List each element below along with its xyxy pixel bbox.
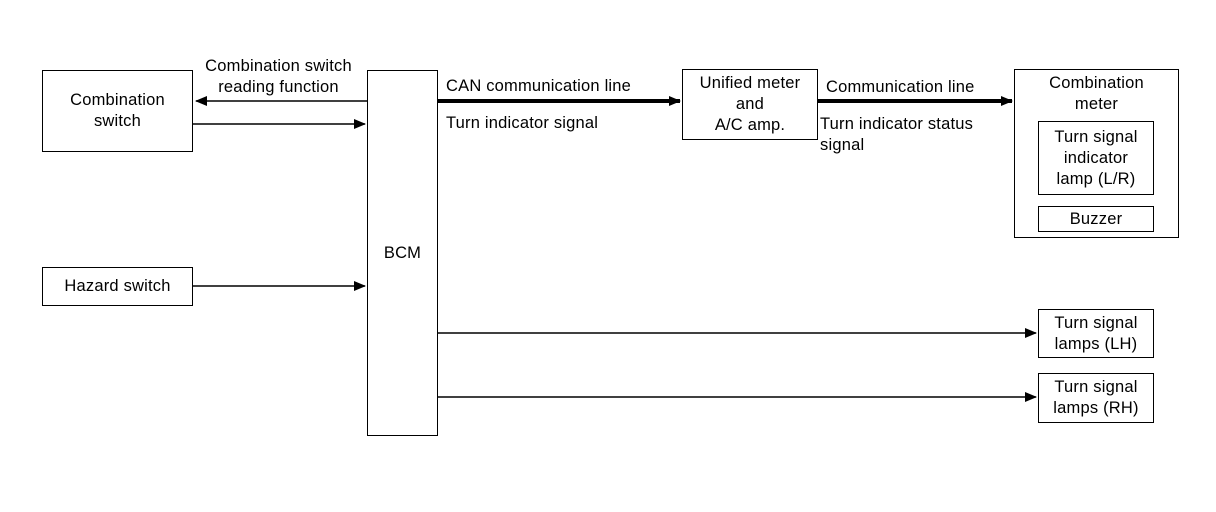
unified-meter-line-1: Unified meter — [699, 74, 801, 92]
turn-signal-indicator-block: Turn signal indicator lamp (L/R) — [1038, 121, 1154, 195]
lamps-lh-line-2: lamps (LH) — [1054, 334, 1138, 353]
indicator-line-2: indicator — [1063, 148, 1129, 167]
can-line-label: CAN communication line — [446, 77, 632, 95]
combination-switch-line-1: Combination — [70, 91, 165, 109]
hazard-switch-block: Hazard switch — [42, 267, 193, 306]
buzzer-label: Buzzer — [1069, 209, 1123, 228]
communication-line-label: Communication line — [826, 78, 975, 96]
bcm-block: BCM — [367, 70, 438, 436]
lamps-lh-line-1: Turn signal — [1054, 313, 1138, 332]
turn-indicator-status-label: Turn indicator status signal — [820, 114, 973, 156]
combination-meter-line-1: Combination — [1049, 74, 1144, 92]
lamps-rh-line-1: Turn signal — [1054, 378, 1138, 396]
turn-lamps-lh-block: Turn signal lamps (LH) — [1038, 309, 1154, 358]
indicator-line-3: lamp (L/R) — [1056, 169, 1136, 188]
unified-meter-line-3: A/C amp. — [714, 116, 786, 134]
combination-meter-line-2: meter — [1074, 95, 1119, 113]
reading-function-line-1: Combination switch — [205, 57, 352, 75]
status-line-1: Turn indicator status — [820, 115, 974, 133]
reading-function-line-2: reading function — [218, 78, 339, 96]
unified-meter-line-2: and — [735, 95, 765, 113]
reading-function-label: Combination switch reading function — [196, 56, 361, 98]
indicator-line-1: Turn signal — [1054, 127, 1138, 146]
lamps-rh-line-2: lamps (RH) — [1053, 399, 1139, 417]
combination-switch-line-2: switch — [93, 112, 142, 130]
hazard-switch-label: Hazard switch — [64, 277, 171, 295]
turn-indicator-signal-label: Turn indicator signal — [446, 114, 599, 132]
combination-switch-block: Combination switch — [42, 70, 193, 152]
turn-lamps-rh-block: Turn signal lamps (RH) — [1038, 373, 1154, 423]
buzzer-block: Buzzer — [1038, 206, 1154, 232]
bcm-label: BCM — [383, 243, 422, 262]
unified-meter-block: Unified meter and A/C amp. — [682, 69, 818, 140]
status-line-2: signal — [820, 136, 865, 154]
